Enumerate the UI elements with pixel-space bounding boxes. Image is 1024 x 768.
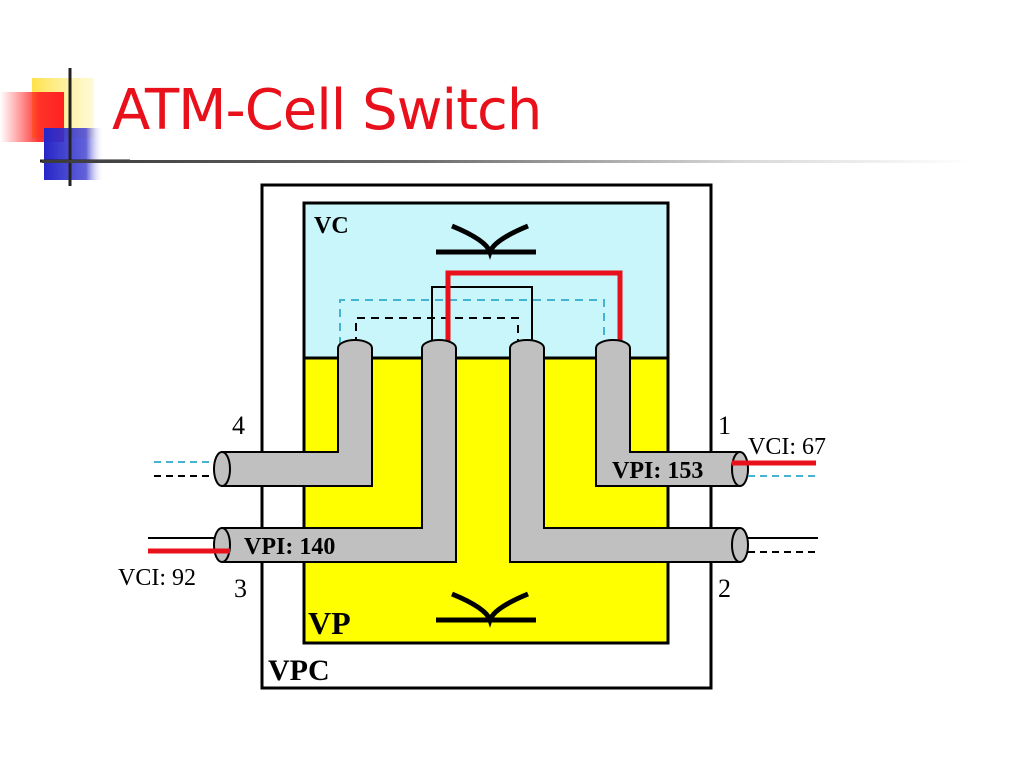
vp-label: VP [308,605,351,641]
vc-label: VC [314,213,349,239]
pipe-end-port-1 [731,451,749,487]
slide-title: ATM-Cell Switch [112,78,542,143]
pipe-port-3 [221,339,457,563]
vpc-label: VPC [268,654,330,687]
vci-out-label: VCI: 67 [748,434,826,460]
vpi-out-label: VPI: 153 [612,458,703,484]
vp-switch-symbol [436,591,536,628]
pipe-port-4 [221,339,373,487]
pipe-port-1 [595,339,741,487]
port-label-3: 3 [234,574,247,603]
port-label-1: 1 [718,411,731,440]
vci-in-label: VCI: 92 [118,565,196,591]
active-connection-red [445,270,623,345]
deco-blue-square [44,128,104,180]
vpi-in-label: VPI: 140 [244,534,335,560]
pipe-end-port-4 [213,451,231,487]
port-label-4: 4 [232,411,245,440]
thin-connection-black [431,286,533,345]
pipe-end-port-3 [213,527,231,563]
port-label-2: 2 [718,574,731,603]
pipe-end-port-2 [731,527,749,563]
pipe-port-2 [509,339,741,563]
vc-switch-symbol [436,223,536,260]
dashed-connection-black [355,317,519,345]
title-underline [42,160,972,163]
vc-area [302,201,670,360]
